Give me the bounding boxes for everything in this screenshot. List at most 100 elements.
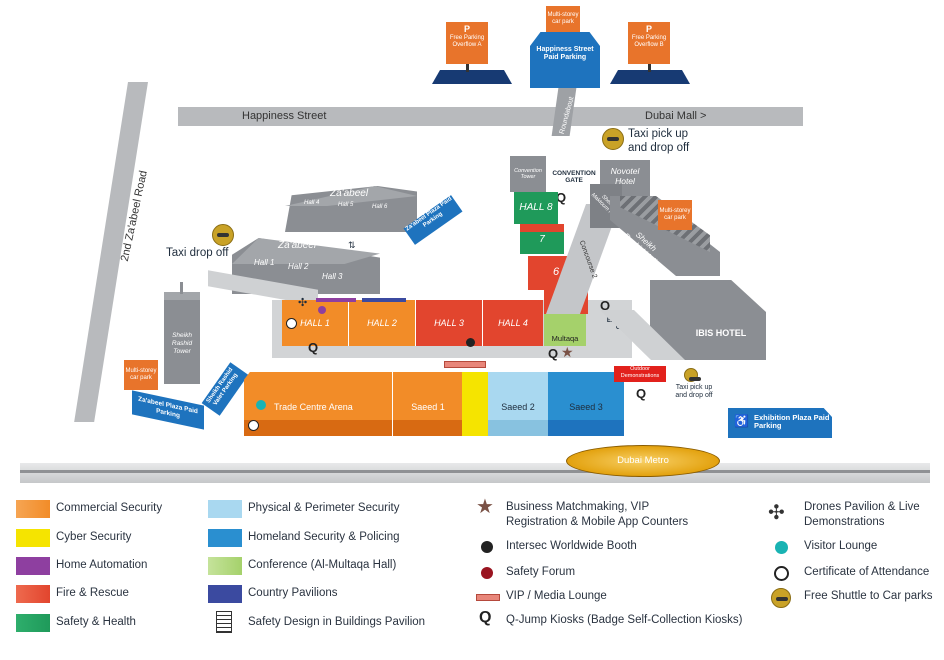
cyber-security-strip	[462, 372, 488, 436]
multaqa-label: Multaqa	[551, 334, 579, 343]
happiness-street-label: Happiness Street	[242, 110, 327, 122]
legend-label: Safety Forum	[506, 566, 576, 578]
ring-icon	[774, 566, 789, 581]
legend-swatch	[16, 529, 50, 547]
multi-storey-label: Multi-storey car park	[125, 368, 157, 381]
legend: Commercial Security Cyber Security Home …	[0, 492, 944, 660]
hall-4[interactable]: HALL 4	[483, 300, 543, 346]
certificate-icon	[286, 318, 297, 329]
dubai-metro-station[interactable]: Dubai Metro	[566, 445, 720, 477]
hall-label: Hall 4	[304, 200, 320, 206]
legend-label: Business Matchmaking, VIP Registration &…	[506, 501, 689, 528]
hall-label: Hall 6	[372, 204, 388, 210]
legend-label: Country Pavilions	[248, 587, 338, 599]
red-dot-icon	[481, 567, 493, 579]
saeed-2-hall[interactable]: Saeed 2	[488, 372, 548, 436]
hall-label: HALL 8	[519, 202, 553, 213]
certificate-icon	[248, 420, 259, 431]
exhibition-paid-parking[interactable]: Exhibition Plaza Paid Parking	[728, 408, 832, 438]
legend-label: VIP / Media Lounge	[506, 590, 607, 602]
home-automation-strip	[316, 298, 356, 302]
legend-swatch	[208, 557, 242, 575]
hall-7[interactable]: 7	[520, 224, 564, 254]
multi-storey-label: Multi-storey car park	[659, 208, 691, 221]
convention-gate-label: CONVENTION GATE	[552, 170, 596, 184]
legend-label: Drones Pavilion & Live Demonstrations	[804, 501, 920, 528]
legend-label: Physical & Perimeter Security	[248, 502, 400, 514]
legend-swatch	[208, 529, 242, 547]
zaabeel-lower-title: Za'abeel	[278, 240, 317, 251]
multaqa-hall[interactable]: Multaqa	[544, 314, 586, 346]
saeed-1-hall[interactable]: Saeed 1	[392, 372, 463, 436]
novotel-label: Novotel Hotel	[610, 166, 640, 186]
shuttle-icon	[771, 588, 791, 608]
zaabeel-plaza-paid-parking[interactable]: Za'abeel Plaza Paid Parking	[132, 390, 204, 430]
multi-storey-sign: Multi-storey car park	[658, 200, 692, 230]
legend-label: Q-Jump Kiosks (Badge Self-Collection Kio…	[506, 614, 743, 626]
free-parking-a-label: Free Parking Overflow A	[449, 35, 485, 48]
trade-centre-arena[interactable]: Trade Centre Arena	[244, 372, 392, 436]
country-pavilion-strip	[362, 298, 406, 302]
hall-3[interactable]: HALL 3	[416, 300, 483, 346]
saeed-1-label: Saeed 1	[411, 402, 445, 412]
star-icon: ★	[476, 496, 494, 518]
taxi-icon	[602, 128, 624, 150]
trade-centre-label: Trade Centre Arena	[274, 402, 353, 412]
convention-tower-label: Convention Tower	[514, 168, 542, 180]
legend-swatch	[16, 557, 50, 575]
zaabeel-upper-title: Za'abeel	[330, 188, 369, 199]
saeed-3-hall[interactable]: Saeed 3	[548, 372, 624, 436]
drone-icon: ✣	[768, 502, 785, 524]
accessible-icon: ♿	[734, 414, 749, 428]
legend-label: Safety Design in Buildings Pavilion	[248, 616, 426, 628]
legend-swatch	[208, 585, 242, 603]
legend-label: Intersec Worldwide Booth	[506, 540, 637, 552]
hall-label: Hall 1	[254, 258, 275, 267]
q-jump-icon: Q	[636, 386, 647, 401]
legend-swatch	[208, 500, 242, 518]
hall-label: Hall 2	[288, 262, 309, 271]
happiness-street-road	[178, 107, 803, 126]
parking-p-label: P	[463, 24, 470, 34]
hall-label: 6	[552, 266, 560, 278]
q-jump-icon: Q	[548, 346, 559, 361]
legend-label: Free Shuttle to Car parks	[804, 590, 933, 602]
black-dot-icon	[481, 541, 493, 553]
legend-label: Safety & Health	[56, 616, 136, 628]
bar-icon	[476, 594, 500, 601]
legend-label: Home Automation	[56, 559, 148, 571]
legend-swatch	[16, 614, 50, 632]
legend-label: Commercial Security	[56, 502, 163, 514]
q-jump-icon: Q	[556, 190, 567, 205]
home-automation-dot	[318, 306, 326, 314]
taxi-icon	[212, 224, 234, 246]
drone-icon: ✣	[298, 297, 308, 309]
legend-swatch	[16, 585, 50, 603]
sheikh-rashid-valet-parking[interactable]: Sheikh Rashid Valet Parking	[201, 362, 249, 416]
hall-2[interactable]: HALL 2	[349, 300, 416, 346]
taxi-icon	[684, 368, 701, 382]
outdoor-demo-sign[interactable]: Outdoor Demonstrations	[614, 366, 666, 382]
taxi-pickup-top-label: Taxi pick up and drop off	[628, 128, 690, 154]
q-jump-icon: Q	[308, 340, 319, 355]
legend-label: Cyber Security	[56, 531, 132, 543]
multi-storey-sign: Multi-storey car park	[124, 360, 158, 390]
saeed-2-label: Saeed 2	[501, 402, 535, 412]
legend-label: Visitor Lounge	[804, 540, 878, 552]
hall-label: HALL 1	[300, 318, 330, 328]
multi-storey-label: Multi-storey car park	[547, 12, 579, 25]
hall-1[interactable]: HALL 1	[282, 300, 349, 346]
hall-label: HALL 3	[434, 318, 464, 328]
tower-label: Sheikh Rashid Tower	[171, 332, 193, 355]
dubai-metro-label: Dubai Metro	[617, 455, 669, 466]
parking-p-label: P	[645, 24, 652, 34]
hall-label: HALL 4	[498, 318, 528, 328]
hall-8[interactable]: HALL 8	[514, 192, 558, 224]
teal-dot-icon	[775, 541, 788, 554]
happiness-paid-label: Happiness Street Paid Parking	[530, 32, 600, 88]
legend-swatch	[16, 500, 50, 518]
arrows-icon: ⇅	[348, 240, 356, 250]
multi-storey-sign: Multi-storey car park	[546, 6, 580, 34]
saeed-3-label: Saeed 3	[569, 402, 603, 412]
q-jump-icon: Q	[600, 298, 611, 313]
